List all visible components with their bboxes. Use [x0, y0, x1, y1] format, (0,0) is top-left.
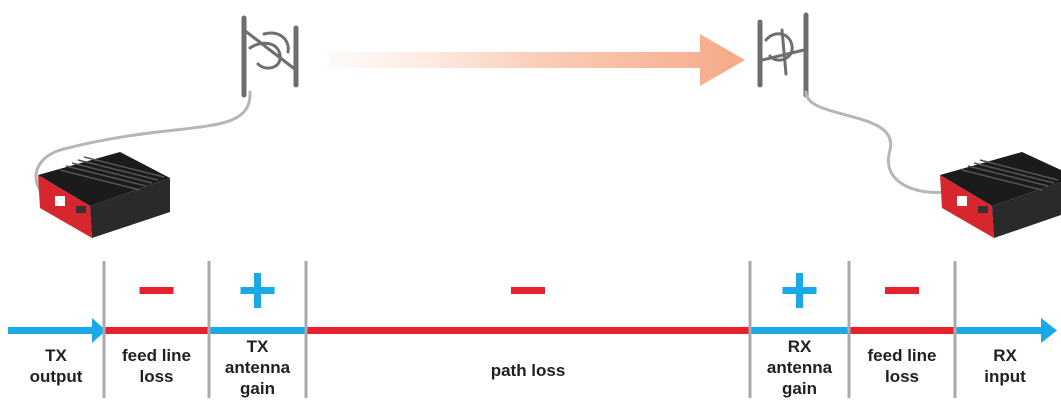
segment-label: feed line	[122, 346, 191, 365]
arrow-head	[92, 318, 106, 343]
plus-sign	[254, 273, 261, 308]
arrow-head	[1041, 318, 1057, 343]
segment-label: loss	[885, 367, 919, 386]
bar-segment	[209, 327, 306, 334]
segment-label: gain	[240, 379, 275, 398]
rx-antenna-icon	[757, 12, 947, 194]
signal-arrow-icon	[330, 34, 745, 86]
segment-label: RX	[993, 346, 1017, 365]
segment-label: antenna	[225, 358, 291, 377]
minus-sign	[885, 287, 919, 294]
bar-segment	[306, 327, 750, 334]
segment-label: TX	[45, 346, 67, 365]
plus-sign	[796, 273, 803, 308]
segment-label: input	[984, 367, 1026, 386]
rx-radio-modem-icon	[940, 152, 1061, 238]
segment-label: RX	[788, 337, 812, 356]
segment-label: path loss	[491, 361, 566, 380]
minus-sign	[139, 287, 174, 294]
segment-label: antenna	[767, 358, 833, 377]
bar-segment	[104, 327, 209, 334]
segment-label: output	[30, 367, 83, 386]
link-budget-bar: TX output feed line loss TX antenna gain path l…	[8, 261, 1057, 398]
bar-segment	[750, 327, 849, 334]
bar-segment	[8, 327, 94, 334]
bar-segment	[955, 327, 1043, 334]
segment-label: gain	[782, 379, 817, 398]
minus-sign	[511, 287, 545, 294]
tx-radio-modem-icon	[38, 152, 170, 238]
segment-label: loss	[139, 367, 173, 386]
segment-label: feed line	[868, 346, 937, 365]
tx-antenna-icon	[34, 15, 299, 197]
bar-segment	[849, 327, 955, 334]
segment-label: TX	[247, 337, 269, 356]
